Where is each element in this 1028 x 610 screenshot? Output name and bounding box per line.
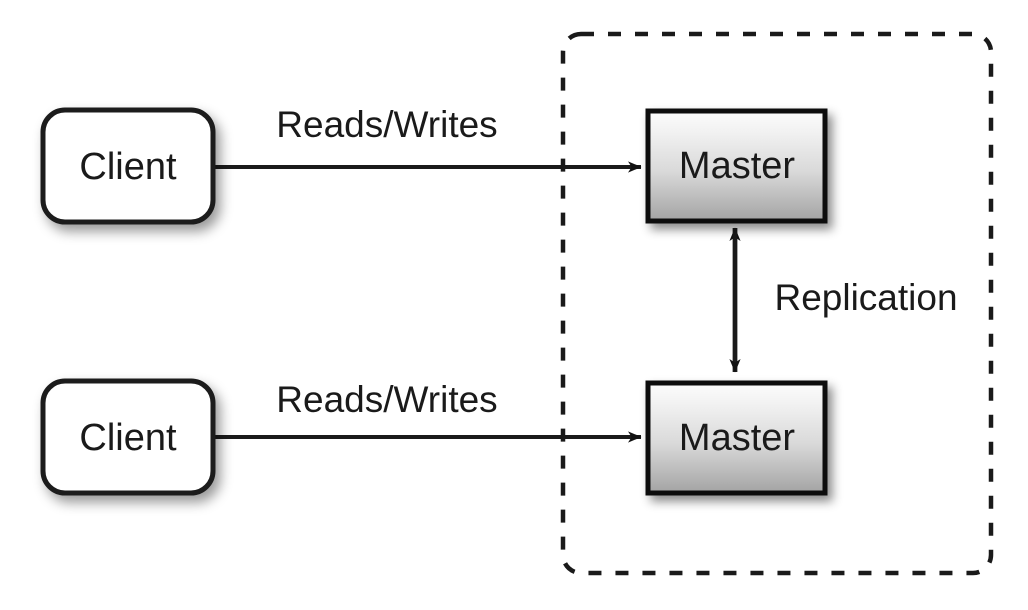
edge-label-reads-writes-top: Reads/Writes <box>276 104 497 145</box>
node-master-top-label: Master <box>679 145 795 187</box>
node-master-top[interactable]: Master <box>645 108 828 224</box>
edge-label-replication: Replication <box>774 277 957 318</box>
node-client-bottom[interactable]: Client <box>40 378 216 496</box>
edge-label-reads-writes-bottom: Reads/Writes <box>276 379 497 420</box>
node-master-bottom[interactable]: Master <box>645 380 828 496</box>
replication-cluster-boundary <box>560 31 994 576</box>
node-master-bottom-label: Master <box>679 417 795 459</box>
node-client-top-label: Client <box>79 146 177 188</box>
node-client-top[interactable]: Client <box>40 107 216 225</box>
node-client-bottom-label: Client <box>79 417 177 459</box>
